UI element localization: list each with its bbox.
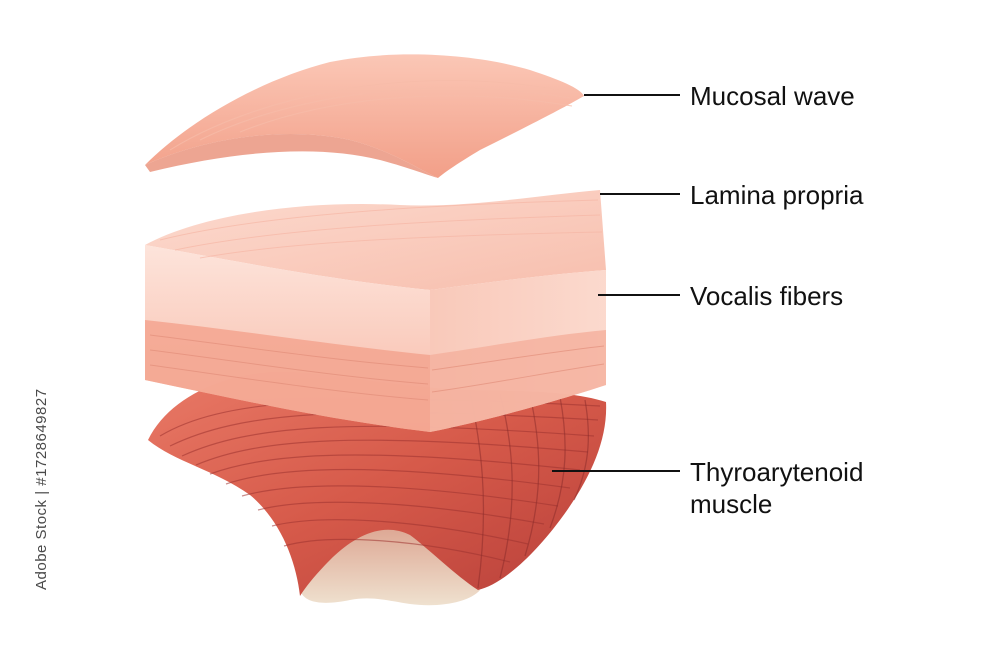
stock-watermark: Adobe Stock | #1728649827 bbox=[0, 0, 50, 667]
label-thyroarytenoid-muscle: Thyroarytenoid muscle bbox=[690, 456, 863, 520]
label-lamina-propria: Lamina propria bbox=[690, 180, 864, 210]
thyroarytenoid-muscle-shape bbox=[148, 371, 607, 606]
watermark-text: Adobe Stock | #1728649827 bbox=[33, 388, 50, 590]
leader-lines bbox=[552, 94, 680, 472]
vocalis-fibers-layer bbox=[145, 320, 430, 432]
label-mucosal-wave: Mucosal wave bbox=[690, 81, 855, 111]
label-thyroarytenoid-line2: muscle bbox=[690, 489, 773, 519]
label-thyroarytenoid-line1: Thyroarytenoid bbox=[690, 457, 864, 487]
label-vocalis-fibers: Vocalis fibers bbox=[690, 281, 844, 311]
lamina-propria-block bbox=[145, 190, 606, 432]
mucosal-wave-sheet bbox=[145, 54, 584, 178]
